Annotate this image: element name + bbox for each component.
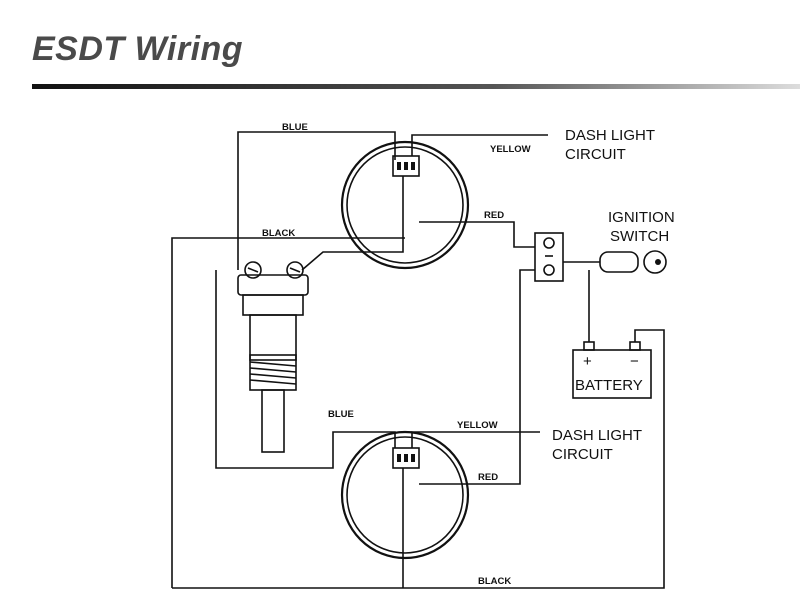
label-red-top: RED <box>484 210 504 221</box>
label-blue-top: BLUE <box>282 122 308 133</box>
label-black-bottom: BLACK <box>478 576 511 587</box>
diagram-labels: BLUE BLACK YELLOW DASH LIGHT CIRCUIT RED… <box>262 122 675 587</box>
title-underline <box>32 84 800 89</box>
label-battery: BATTERY <box>575 377 643 394</box>
page-title: ESDT Wiring <box>32 30 244 68</box>
label-switch: SWITCH <box>610 228 669 245</box>
label-circuit-top: CIRCUIT <box>565 146 626 163</box>
label-blue-bottom: BLUE <box>328 409 354 420</box>
label-ignition: IGNITION <box>608 209 675 226</box>
label-battery-plus: + <box>583 353 592 370</box>
label-red-bottom: RED <box>478 472 498 483</box>
temperature-sender <box>237 261 309 453</box>
top-gauge <box>340 140 470 270</box>
wires <box>171 131 665 589</box>
label-circuit-bottom: CIRCUIT <box>552 446 613 463</box>
bottom-gauge <box>340 430 470 560</box>
label-yellow-top: YELLOW <box>490 144 531 155</box>
label-yellow-bottom: YELLOW <box>457 420 498 431</box>
label-black-top: BLACK <box>262 228 295 239</box>
label-battery-minus: − <box>630 353 639 370</box>
label-dash-light-top: DASH LIGHT <box>565 127 655 144</box>
label-dash-light-bottom: DASH LIGHT <box>552 427 642 444</box>
ignition-switch <box>534 232 667 282</box>
